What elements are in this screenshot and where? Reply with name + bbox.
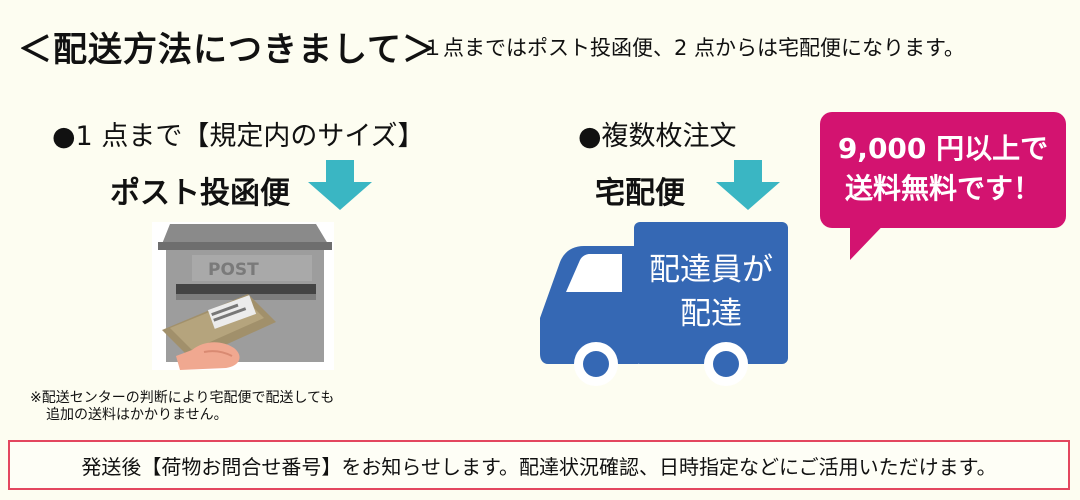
single-item-label: ●1 点まで【規定内のサイズ】	[52, 121, 425, 152]
truck-label-line2: 配達	[680, 296, 742, 332]
shipping-note-line2: 追加の送料はかかりません。	[46, 407, 228, 423]
truck-label: 配達員が 配達	[636, 248, 786, 336]
down-arrow-icon	[716, 160, 780, 210]
postbox-illustration: POST	[152, 222, 334, 370]
home-delivery-title: 宅配便	[595, 176, 685, 211]
page-title: ＜配送方法につきまして＞	[18, 30, 437, 70]
shipping-description: １点まではポスト投函便、2 点からは宅配便になります。	[422, 36, 965, 60]
delivery-truck-illustration	[540, 222, 788, 386]
shipping-note: ※配送センターの判断により宅配便で配送しても 追加の送料はかかりません。	[30, 390, 334, 424]
shipping-note-line1: ※配送センターの判断により宅配便で配送しても	[30, 390, 335, 406]
promo-line1: 9,000 円以上で	[837, 132, 1049, 165]
promo-line2: 送料無料です！	[844, 172, 1041, 205]
svg-text:POST: POST	[208, 260, 259, 280]
down-arrow-icon	[308, 160, 372, 210]
post-delivery-title: ポスト投函便	[110, 176, 290, 211]
multiple-items-label: ●複数枚注文	[578, 121, 737, 152]
free-shipping-badge: 9,000 円以上で 送料無料です！	[820, 112, 1066, 228]
tracking-info-box: 発送後【荷物お問合せ番号】をお知らせします。配達状況確認、日時指定などにご活用い…	[8, 440, 1070, 490]
truck-label-line1: 配達員が	[649, 252, 773, 288]
tracking-info-text: 発送後【荷物お問合せ番号】をお知らせします。配達状況確認、日時指定などにご活用い…	[81, 454, 997, 479]
